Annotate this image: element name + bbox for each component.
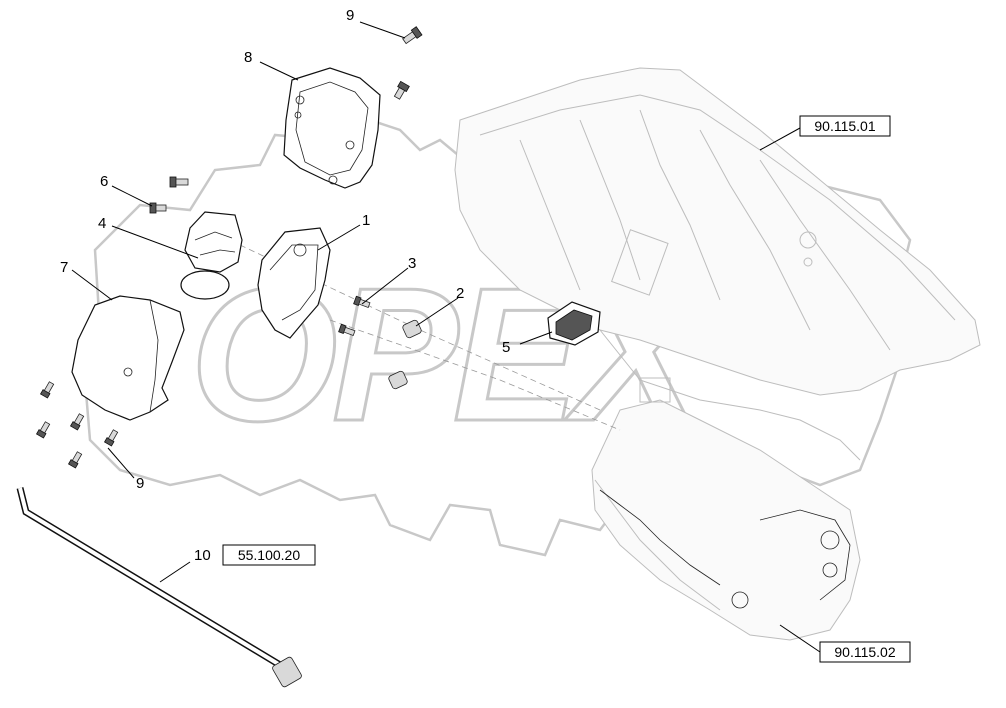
part-2-bushings <box>388 319 422 390</box>
screw-top-1 <box>402 26 423 45</box>
leader-1 <box>317 224 361 251</box>
switch4-detail <box>194 231 236 256</box>
cover-hole-1 <box>295 95 305 105</box>
part-4-switch-body <box>180 211 243 300</box>
callout-4: 4 <box>98 215 106 232</box>
callout-9-top: 9 <box>346 7 354 24</box>
lower-console-grille <box>594 479 721 611</box>
leader-2 <box>415 297 459 327</box>
screw-bottom-5 <box>67 451 83 469</box>
ref-bottom-label: 90.115.02 <box>834 644 895 660</box>
part-8-cover <box>283 67 381 189</box>
reference-boxes: 90.115.01 55.100.20 90.115.02 <box>222 115 911 663</box>
screw-3b <box>338 323 356 336</box>
lower-console-tab <box>639 377 671 403</box>
lower-console-detail-2 <box>759 509 851 601</box>
callout-10: 10 <box>194 547 211 564</box>
leader-3 <box>361 267 409 305</box>
screw-top-2 <box>393 80 410 100</box>
console-inner-ridge <box>479 94 956 321</box>
console-rib-1 <box>519 139 581 291</box>
part-10-cable <box>16 487 302 688</box>
ref-box-top[interactable]: 90.115.01 <box>799 115 891 137</box>
callout-3: 3 <box>408 255 416 272</box>
callout-1: 1 <box>362 212 370 229</box>
callout-2: 2 <box>456 285 464 302</box>
switch4-cylinder <box>180 270 230 300</box>
callout-5: 5 <box>502 339 510 356</box>
callout-7: 7 <box>60 259 68 276</box>
leader-ref-top <box>759 127 801 151</box>
leader-9-bottom <box>107 447 135 479</box>
console-rib-3 <box>639 109 721 301</box>
rocker-face <box>555 309 593 341</box>
lower-console-knob-3 <box>731 591 749 609</box>
screw-3a <box>353 295 371 308</box>
part-9-screws-top <box>393 26 423 100</box>
bushing-upper <box>402 319 422 339</box>
part-3-screws <box>338 295 371 336</box>
screw-6a <box>169 176 189 188</box>
leader-10 <box>159 561 191 583</box>
part-9-screws-bottom <box>35 381 119 469</box>
leader-ref-bottom <box>779 624 821 653</box>
cable-connector <box>272 656 302 688</box>
cable-outer <box>16 487 287 671</box>
ref-box-bottom[interactable]: 90.115.02 <box>819 641 911 663</box>
callouts: 9 8 6 4 7 1 3 2 5 9 10 <box>60 7 510 564</box>
shroud-hole <box>123 367 133 377</box>
assembly-centerline-1 <box>239 244 601 411</box>
leader-5 <box>519 331 553 345</box>
console-rib-5 <box>759 159 891 351</box>
leader-lines <box>71 21 821 653</box>
callout-6: 6 <box>100 173 108 190</box>
lower-console-knob-1 <box>820 530 840 550</box>
callout-9-bottom: 9 <box>136 475 144 492</box>
leader-4 <box>111 225 199 259</box>
callout-8: 8 <box>244 49 252 66</box>
leader-6 <box>111 185 153 207</box>
lower-console-detail-1 <box>599 489 721 586</box>
screw-bottom-2 <box>35 421 51 439</box>
leader-9-top <box>359 21 406 39</box>
console-rib-4 <box>699 129 811 331</box>
cover-hole-4 <box>328 175 338 185</box>
console-boss-1 <box>799 231 817 249</box>
console-switch-cutout <box>610 229 669 296</box>
cover-hole-3 <box>345 140 355 150</box>
part-6-screws <box>149 176 189 214</box>
screw-bottom-3 <box>69 413 85 431</box>
lower-console-knob-2 <box>822 562 838 578</box>
part-5-rocker-switch <box>547 301 601 346</box>
ref-box-cable[interactable]: 55.100.20 <box>222 544 316 566</box>
cover-inner <box>295 81 369 176</box>
bushing-lower <box>388 370 408 390</box>
cover-hole-2 <box>294 111 302 119</box>
watermark-gear-outline <box>83 108 912 557</box>
lower-console-body <box>591 399 861 641</box>
cover-outer <box>283 67 381 189</box>
cable-inner <box>18 487 287 670</box>
ref-cable-label: 55.100.20 <box>238 547 300 563</box>
bracket-inner <box>269 244 319 321</box>
bracket-body <box>257 227 331 339</box>
bracket-boss <box>293 243 307 257</box>
screw-bottom-1 <box>39 381 55 399</box>
ref-top-label: 90.115.01 <box>814 118 875 134</box>
shroud-edge <box>149 299 159 413</box>
part-7-shroud <box>71 295 185 421</box>
shroud-body <box>71 295 185 421</box>
part-1-bracket <box>257 227 331 339</box>
switch4-body <box>184 211 243 273</box>
leader-7 <box>71 269 113 301</box>
lower-console-ghost <box>591 377 861 641</box>
console-rib-2 <box>579 119 641 281</box>
console-boss-2 <box>803 257 813 267</box>
screw-bottom-4 <box>103 429 119 447</box>
leader-8 <box>259 61 299 81</box>
assembly-centerline-2 <box>329 319 621 431</box>
screw-6b <box>149 202 167 214</box>
